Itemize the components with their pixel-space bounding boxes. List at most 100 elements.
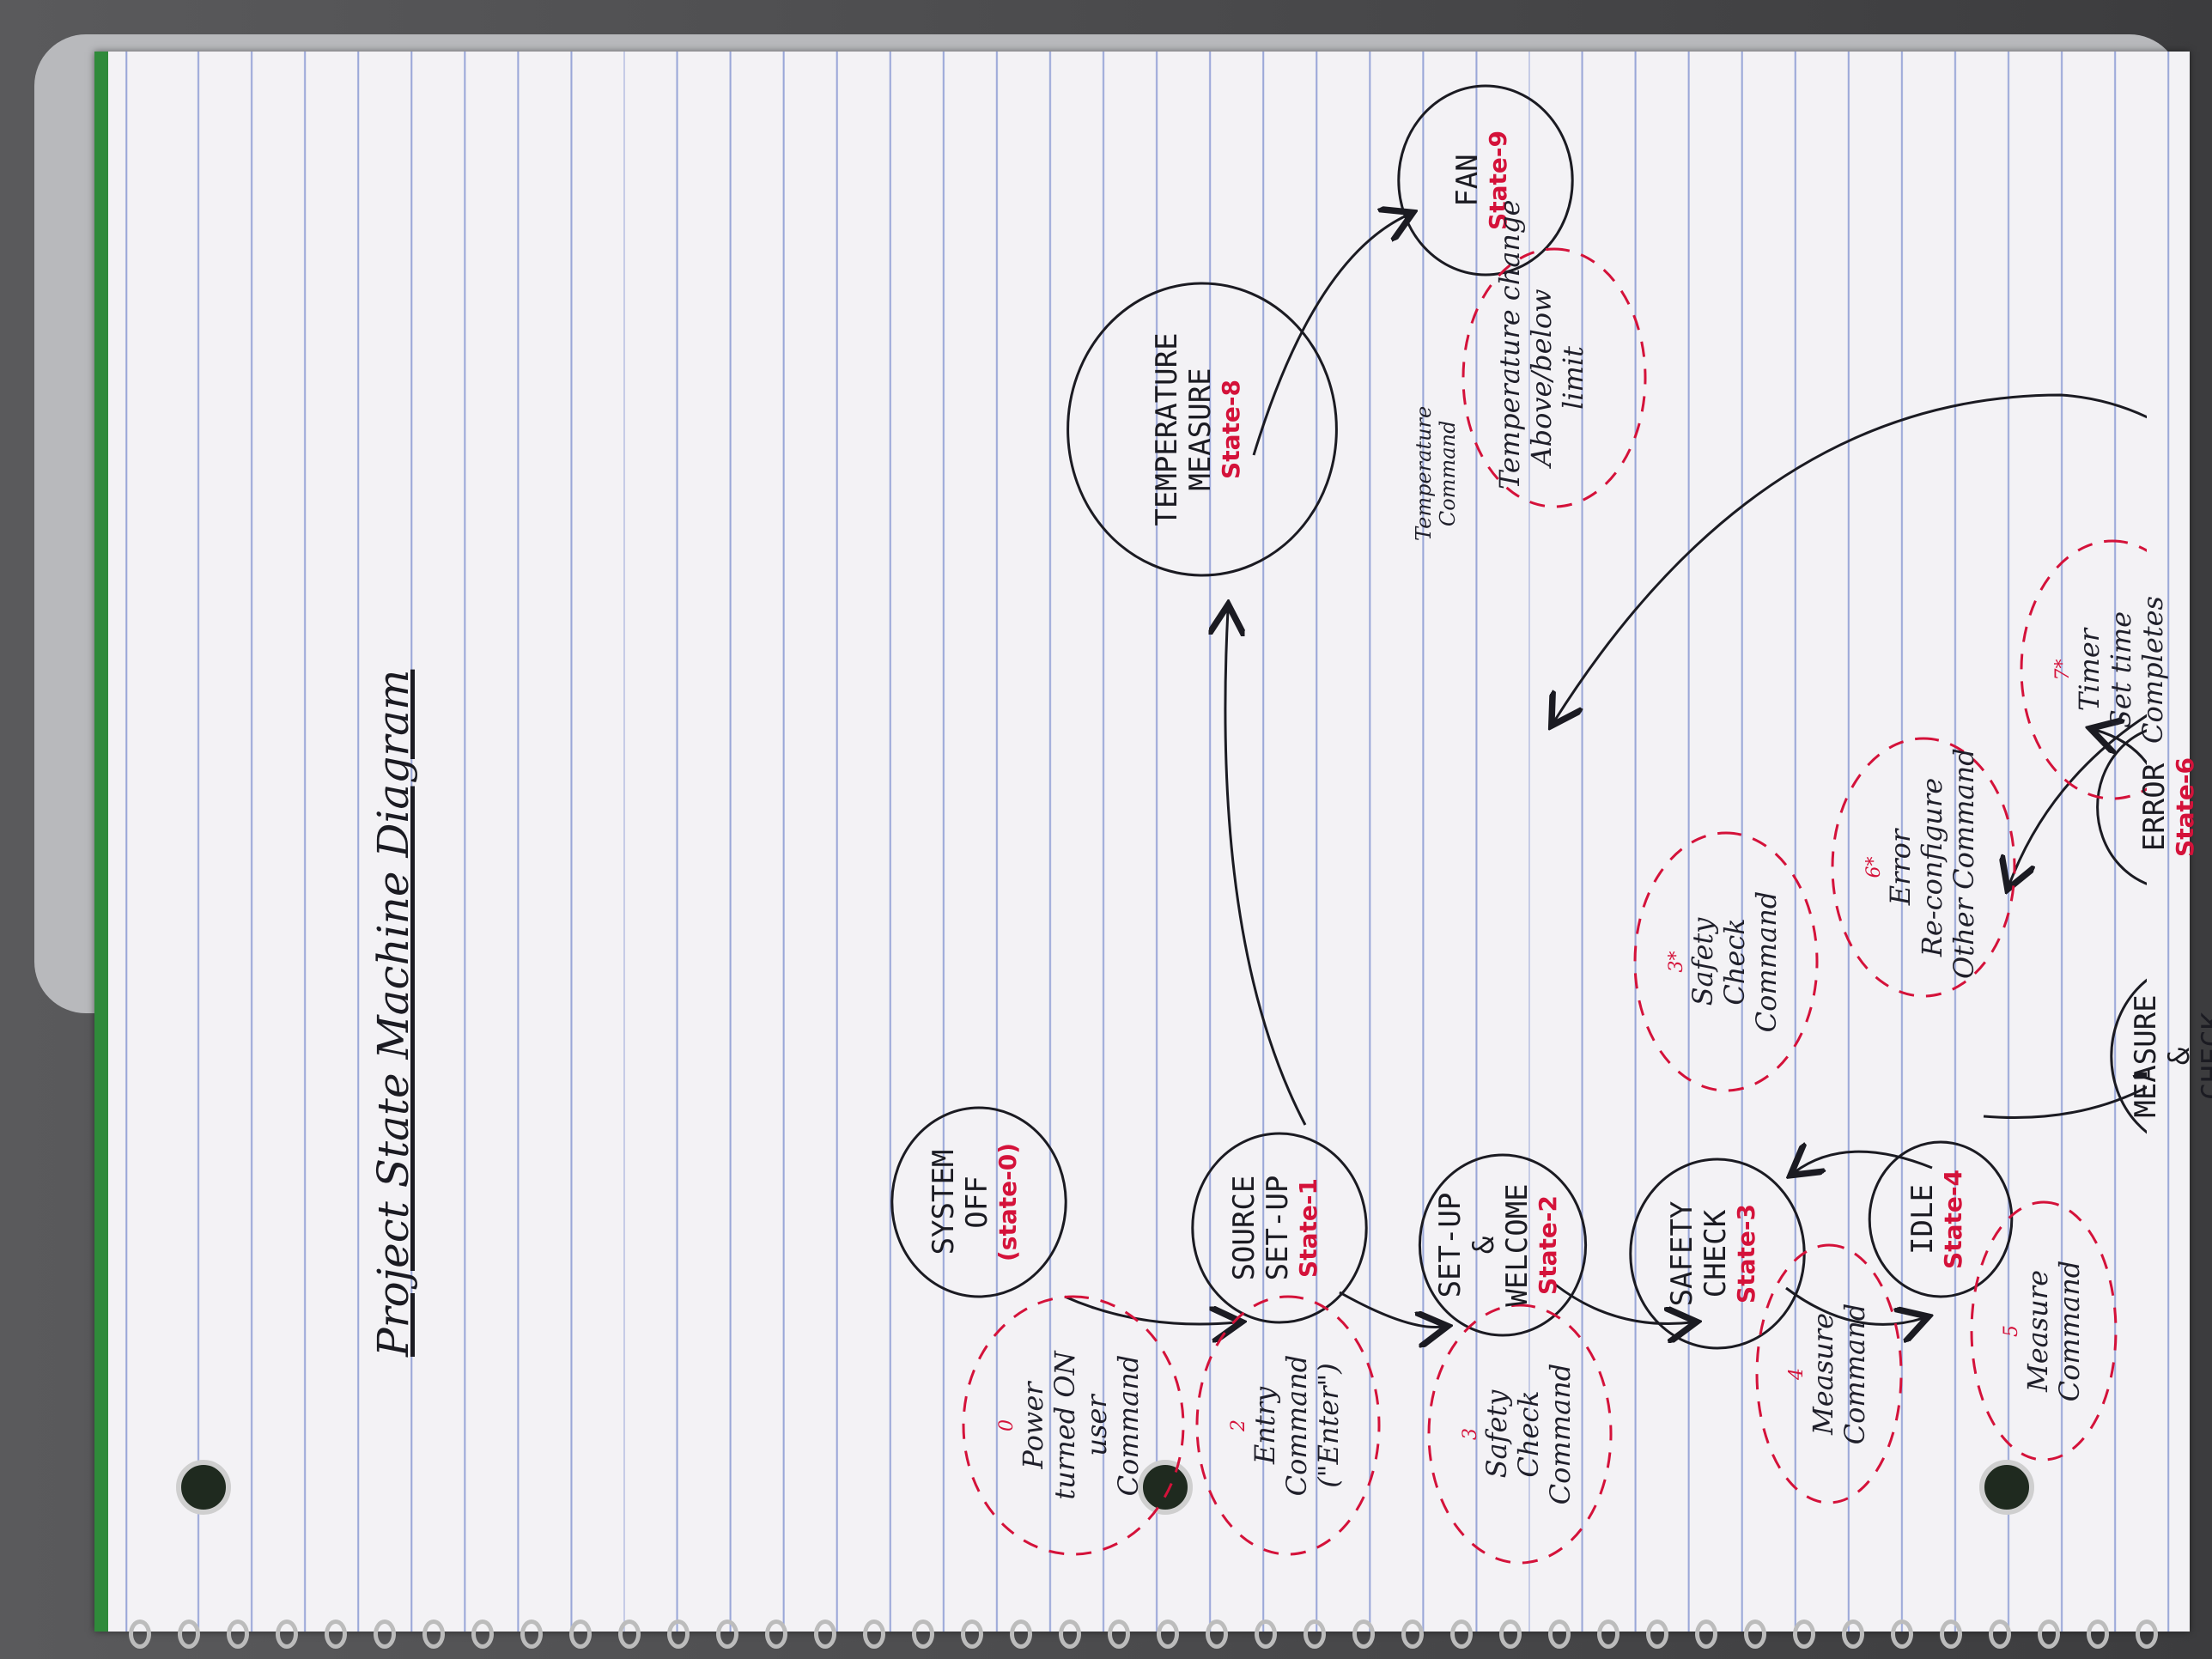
notebook-margin [94, 52, 108, 1632]
condition-line: Above/below [1524, 289, 1558, 467]
state-name-line: FAN [1450, 154, 1485, 207]
punch-hole-1 [176, 1460, 231, 1515]
crossed-out-label: Temperature Command [1412, 405, 1460, 541]
state-number: State-1 [1294, 1178, 1323, 1278]
arrow-s8-s9 [1252, 215, 1408, 456]
condition-line: Safety [1480, 1389, 1514, 1479]
condition-outline-c2 [1427, 1304, 1613, 1565]
condition-number: 3* [1666, 951, 1687, 973]
arrow-s6-s5 [2095, 730, 2147, 808]
condition-number: 6* [1863, 856, 1885, 878]
state-number: State-6 [2171, 757, 2200, 857]
crossed-out-line-1: Temperature [1412, 405, 1436, 541]
state-circle-s9 [1397, 84, 1574, 276]
condition-line: user [1079, 1395, 1113, 1456]
crossed-out-line-2: Command [1435, 420, 1460, 527]
condition-line: Power [1017, 1382, 1050, 1469]
state-circle-s8 [1066, 282, 1338, 577]
condition-outline-c9 [2020, 539, 2147, 800]
condition-line: Command [1111, 1354, 1145, 1497]
arrow-s7-s3 [1554, 393, 2147, 945]
condition-number: 0 [996, 1419, 1018, 1431]
condition-line: Re-configure [1916, 777, 1949, 957]
arrow-s1-s8 [1225, 610, 1307, 1126]
condition-line: Measure [1807, 1312, 1840, 1436]
condition-outline-c8 [1633, 831, 1819, 1092]
condition-line: Command [2053, 1260, 2087, 1402]
arrow-s6-s4 [2009, 677, 2147, 884]
arrow-s0-s1 [1064, 1295, 1237, 1324]
condition-line: Command [1280, 1354, 1314, 1497]
state-name-line: IDLE [1905, 1184, 1940, 1255]
condition-line: limit [1556, 346, 1589, 410]
arrow-s1-s2 [1339, 1291, 1443, 1328]
condition-line: Entry [1249, 1386, 1282, 1465]
state-name-line: MEASURE [1183, 368, 1218, 491]
punch-hole-3 [1979, 1460, 2034, 1515]
condition-number: 3 [1460, 1428, 1481, 1440]
condition-line: Command [1543, 1363, 1577, 1505]
state-name-line: TEMPERATURE [1150, 332, 1184, 526]
condition-outline-c10 [1462, 247, 1647, 508]
condition-number: 7* [2052, 659, 2074, 681]
state-name-line: WELCOME [1500, 1183, 1535, 1307]
condition-outline-c4 [1970, 1200, 2118, 1462]
state-circle-s6 [2096, 724, 2147, 890]
state-name-line: & [2162, 1047, 2197, 1066]
condition-line: Check [1718, 918, 1752, 1006]
state-name-line: SET-UP [1433, 1192, 1468, 1298]
arrow-s3-s4 [1785, 1286, 1923, 1324]
condition-line: Temperature change [1493, 199, 1526, 489]
condition-line: Error [1884, 829, 1917, 906]
state-name-line: CHECK [2196, 1012, 2212, 1101]
state-name-line: SAFETY [1665, 1200, 1699, 1307]
condition-line: turned ON [1048, 1351, 1082, 1500]
state-number: State-4 [1939, 1170, 1968, 1269]
condition-number: 2 [1228, 1419, 1249, 1431]
condition-line: Command [1749, 890, 1783, 1033]
condition-line: ("Enter") [1311, 1363, 1345, 1488]
arrow-s4-s3 [1795, 1152, 1933, 1172]
state-name-line: SET-UP [1261, 1175, 1296, 1281]
condition-line: Timer [2073, 628, 2106, 712]
state-circle-s0 [890, 1106, 1067, 1298]
condition-number: 5 [2001, 1325, 2022, 1337]
state-name-line: MEASURE [2129, 994, 2163, 1118]
state-circle-s1 [1191, 1132, 1368, 1324]
notebook-page [94, 52, 2190, 1632]
condition-line: Completes [2136, 596, 2169, 744]
arrow-s2-s3 [1553, 1282, 1692, 1324]
condition-outline-c7 [1831, 737, 2016, 998]
state-name-line: SYSTEM [927, 1149, 961, 1255]
condition-line: Measure [2021, 1269, 2055, 1393]
condition-line: Set time [2105, 611, 2138, 729]
condition-line: Safety [1686, 917, 1720, 1006]
condition-line: Command [1838, 1303, 1872, 1445]
punch-hole-2 [1138, 1460, 1193, 1515]
state-name-line: & [1467, 1236, 1502, 1255]
page-title: Project State Machine Diagram [368, 669, 418, 1357]
state-number: State-8 [1217, 380, 1246, 479]
condition-outline-c0 [962, 1295, 1185, 1556]
condition-outline-c1 [1195, 1295, 1381, 1556]
diagram-lines [890, 84, 2147, 1565]
state-name-line: SOURCE [1227, 1175, 1261, 1281]
condition-line: Other Command [1947, 748, 1980, 979]
state-name-line: CHECK [1698, 1209, 1734, 1298]
